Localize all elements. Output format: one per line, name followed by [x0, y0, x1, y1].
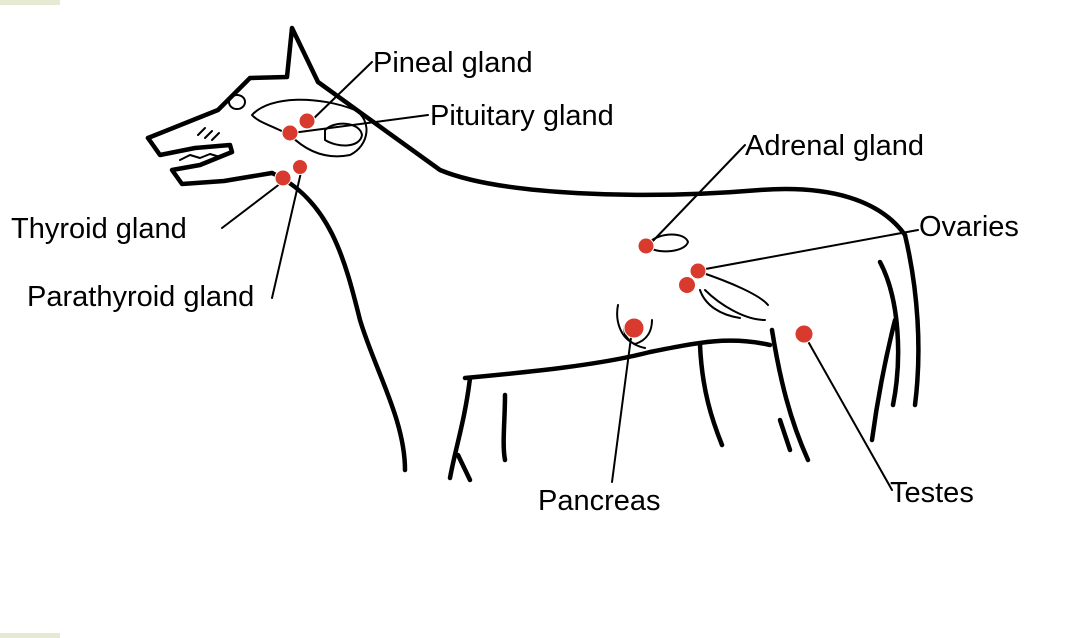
- dog-hind-leg-back: [869, 317, 898, 443]
- label-thyroid-gland: Thyroid gland: [11, 213, 187, 245]
- ovary-marker-lower: [678, 276, 696, 294]
- label-testes: Testes: [890, 477, 974, 509]
- ovary-outline: [699, 271, 769, 321]
- bottom-corner-mark: [0, 633, 60, 638]
- pancreas-marker: [623, 317, 645, 339]
- dog-chest: [269, 170, 408, 473]
- thyroid-gland-marker: [274, 169, 292, 187]
- adrenal-leader: [649, 144, 746, 245]
- dog-outline: [145, 25, 921, 483]
- adrenal-gland-marker: [637, 237, 655, 255]
- dog-mouth-teeth: [179, 153, 221, 161]
- dog-front-paw: [455, 452, 473, 483]
- dog-snout: [145, 135, 275, 187]
- testes-marker: [794, 324, 814, 344]
- adrenal-outline: [649, 233, 689, 253]
- dog-hind-leg-mid: [769, 327, 811, 463]
- pituitary-gland-marker: [281, 124, 299, 142]
- top-corner-mark: [0, 0, 60, 5]
- testes-leader: [804, 335, 893, 491]
- label-pancreas: Pancreas: [538, 485, 661, 517]
- ovaries-leader: [699, 229, 919, 271]
- dog-front-leg-2: [501, 392, 508, 463]
- label-pineal-gland: Pineal gland: [373, 47, 533, 79]
- pituitary-outline: [324, 122, 363, 147]
- dog-belly: [462, 338, 773, 381]
- dog-eye: [228, 94, 246, 110]
- pituitary-leader: [291, 114, 429, 134]
- gland-labels: Pineal gland Pituitary gland Adrenal gla…: [11, 47, 1019, 517]
- dog-tail-inner: [877, 259, 901, 408]
- label-ovaries: Ovaries: [919, 211, 1019, 243]
- pancreas-leader: [611, 329, 633, 483]
- dog-head-back-outline: [145, 25, 908, 238]
- dog-hind-leg-front: [697, 342, 725, 448]
- label-adrenal-gland: Adrenal gland: [745, 130, 924, 162]
- label-pituitary-gland: Pituitary gland: [430, 100, 614, 132]
- organ-sketches: [228, 94, 769, 349]
- gland-markers: [274, 112, 814, 344]
- dog-hind-paw: [777, 417, 793, 453]
- ovary-marker-upper: [689, 262, 707, 280]
- dog-whiskers: [197, 127, 220, 141]
- leader-lines: [221, 61, 919, 491]
- pineal-gland-marker: [298, 112, 316, 130]
- parathyroid-leader: [271, 167, 303, 299]
- brain-outline: [251, 98, 368, 158]
- parathyroid-gland-marker: [292, 159, 308, 175]
- dog-front-leg: [447, 375, 473, 481]
- thyroid-leader: [221, 179, 286, 229]
- dog-tail: [902, 232, 921, 408]
- pineal-leader: [309, 61, 373, 123]
- label-parathyroid-gland: Parathyroid gland: [27, 281, 254, 313]
